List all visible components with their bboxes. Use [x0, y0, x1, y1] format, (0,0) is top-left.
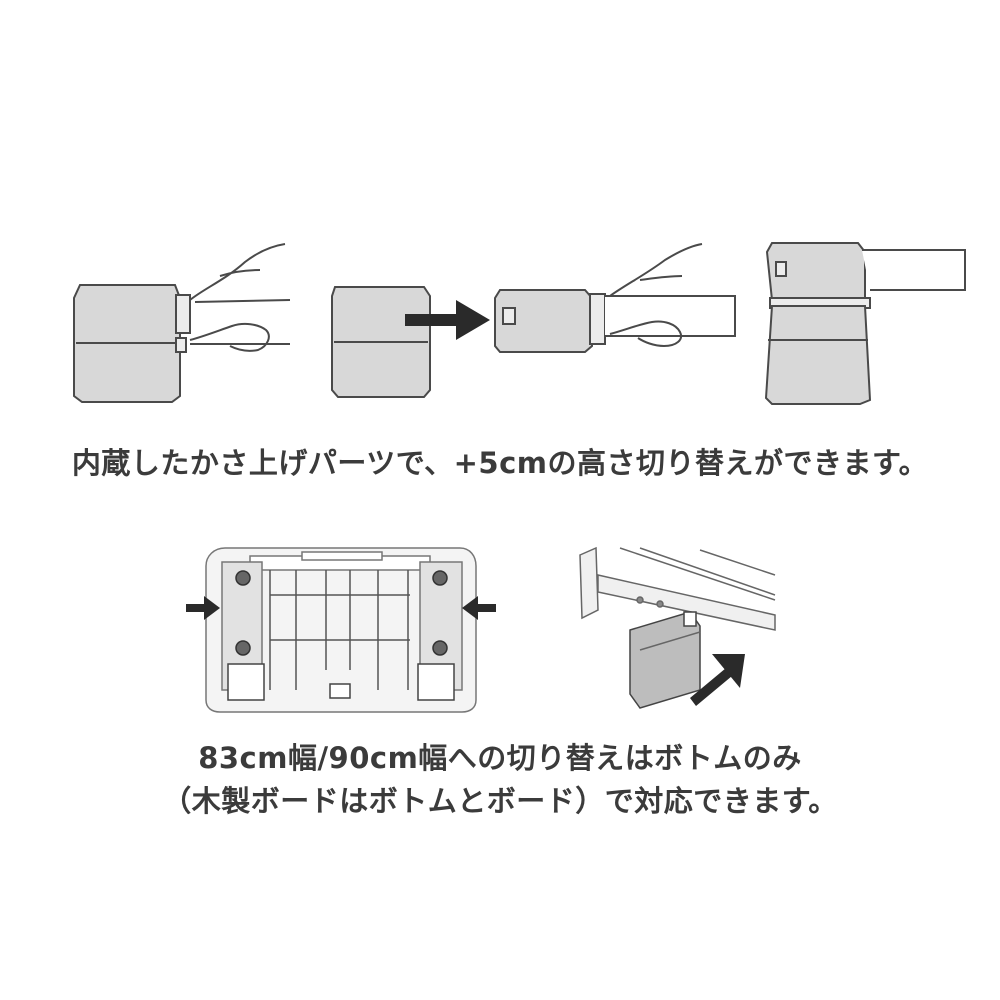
step1-box-with-hands — [73, 243, 291, 403]
diagonal-arrow-icon — [690, 654, 745, 706]
right-arrow-left-icon — [462, 596, 496, 620]
step2-extended-box-with-hands — [494, 243, 736, 353]
caption-width-switch-line1: 83cm幅/90cm幅への切り替えはボトムのみ — [198, 741, 802, 775]
frame-width-diagram — [205, 547, 477, 713]
bracket-detail-diagram — [579, 546, 776, 709]
step2-box — [331, 286, 431, 398]
caption-width-switch-line2: （木製ボードはボトムとボード）で対応できます。 — [162, 784, 838, 818]
right-arrow-icon — [405, 300, 490, 340]
step3-raised-box — [764, 242, 966, 405]
left-arrow-right-icon — [186, 596, 220, 620]
caption-height-adjust: 内蔵したかさ上げパーツで、+5cmの高さ切り替えができます。 — [71, 446, 929, 480]
